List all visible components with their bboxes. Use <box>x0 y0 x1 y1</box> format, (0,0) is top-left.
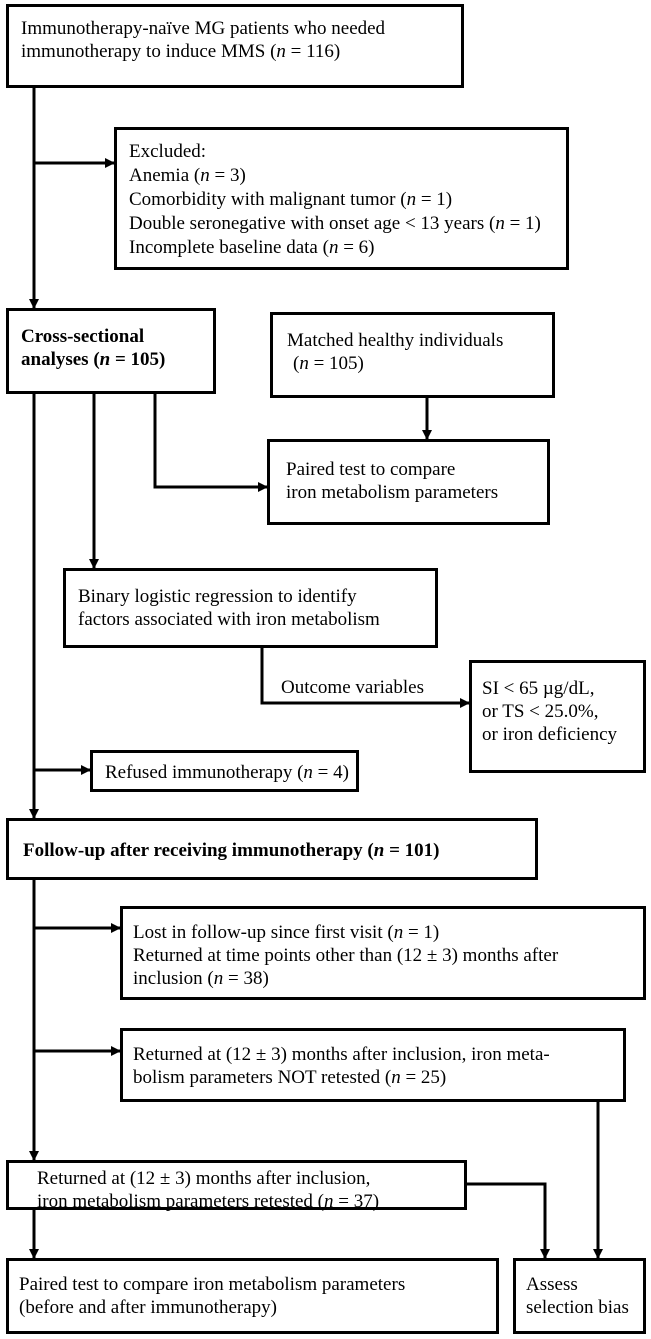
cross-sectional-line1: Cross-sectional <box>21 326 145 347</box>
assess-selection-bias-box: Assess selection bias <box>513 1258 646 1334</box>
start-n-symbol: n <box>276 41 286 62</box>
logistic-line1: Binary logistic regression to identify <box>78 586 357 607</box>
followup-box: Follow-up after receiving immunotherapy … <box>6 818 538 880</box>
paired-test-line1: Paired test to compare <box>286 459 456 480</box>
outcome-box: SI < 65 µg/dL, or TS < 25.0%, or iron de… <box>469 660 646 773</box>
assess-line1: Assess <box>526 1274 578 1295</box>
excluded-title: Excluded: <box>129 141 207 162</box>
logistic-line2: factors associated with iron metabolism <box>78 609 380 630</box>
outcome-iron-deficiency: or iron deficiency <box>482 724 618 745</box>
paired-test2-line1: Paired test to compare iron metabolism p… <box>19 1274 406 1295</box>
lost-line2: Returned at time points other than (12 ±… <box>133 945 559 966</box>
paired-test-line2: iron metabolism parameters <box>286 482 499 503</box>
paired-test-before-after-box: Paired test to compare iron metabolism p… <box>6 1258 499 1334</box>
arrow-retested-to-assess <box>467 1182 550 1259</box>
matched-n-symbol: n <box>299 353 309 374</box>
excluded-incomplete: Incomplete baseline data (n = 6) <box>129 237 375 258</box>
cross-sectional-box: Cross-sectional analyses (n = 105) <box>6 308 216 394</box>
followup-text: Follow-up after receiving immunotherapy … <box>23 840 374 861</box>
cross-sectional-n-symbol: n <box>99 349 111 370</box>
logistic-regression-box: Binary logistic regression to identify f… <box>63 568 438 648</box>
not-retested-box: Returned at (12 ± 3) months after inclus… <box>120 1028 626 1102</box>
excluded-double-seronegative: Double seronegative with onset age < 13 … <box>129 213 541 234</box>
lost-followup-box: Lost in follow-up since first visit (n =… <box>120 906 646 1000</box>
outcome-ts: or TS < 25.0%, <box>482 701 599 722</box>
cross-sectional-line2: analyses ( <box>21 349 100 370</box>
paired-test2-line2: (before and after immunotherapy) <box>19 1297 277 1318</box>
retested-box: Returned at (12 ± 3) months after inclus… <box>6 1160 467 1212</box>
retested-line2: iron metabolism parameters retested ( <box>37 1191 325 1212</box>
followup-n-symbol: n <box>373 840 385 861</box>
excluded-box: Excluded: Anemia (n = 3) Comorbidity wit… <box>114 127 569 270</box>
arrow-cross-to-paired1 <box>153 394 268 492</box>
start-line1: Immunotherapy-naïve MG patients who need… <box>21 18 386 39</box>
excluded-comorbidity: Comorbidity with malignant tumor (n = 1) <box>129 189 453 210</box>
assess-line2: selection bias <box>526 1297 629 1318</box>
outcome-si: SI < 65 µg/dL, <box>482 678 595 699</box>
not-retested-line2: bolism parameters NOT retested ( <box>133 1067 392 1088</box>
excluded-anemia: Anemia (n = 3) <box>129 165 246 186</box>
arrow-logistic-to-outcome <box>260 646 470 708</box>
outcome-variables-label: Outcome variables <box>281 677 424 698</box>
paired-test-box: Paired test to compare iron metabolism p… <box>267 439 550 525</box>
matched-healthy-box: Matched healthy individuals (n = 105) <box>270 312 555 398</box>
matched-line1: Matched healthy individuals <box>287 330 504 351</box>
refused-n-symbol: n <box>303 762 313 783</box>
refused-text: Refused immunotherapy ( <box>105 762 304 783</box>
start-box: Immunotherapy-naïve MG patients who need… <box>6 4 464 88</box>
lost-line3: inclusion ( <box>133 968 214 989</box>
refused-box: Refused immunotherapy (n = 4) <box>90 750 359 792</box>
start-line2-text: immunotherapy to induce MMS ( <box>21 41 277 62</box>
start-line2-count: = 116) <box>285 41 341 62</box>
lost-line1: Lost in follow-up since first visit ( <box>133 922 394 943</box>
not-retested-line1: Returned at (12 ± 3) months after inclus… <box>133 1044 550 1065</box>
retested-line1: Returned at (12 ± 3) months after inclus… <box>37 1168 371 1189</box>
